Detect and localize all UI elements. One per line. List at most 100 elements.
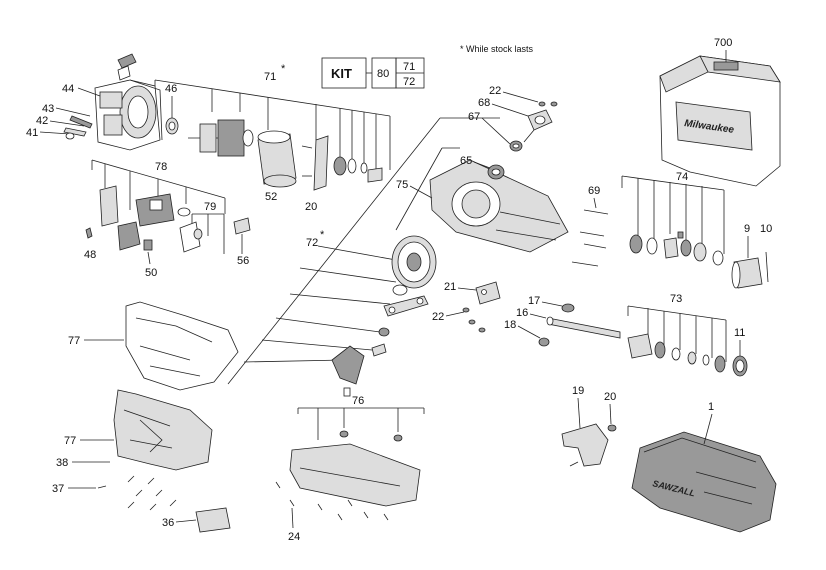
part-56-clip	[233, 217, 251, 235]
part-75-gear-case	[429, 159, 569, 253]
label-73: 73	[670, 293, 682, 305]
label-56: 56	[237, 255, 249, 267]
part-19-lever	[561, 423, 609, 467]
label-65: 65	[460, 155, 472, 167]
label-17: 17	[528, 295, 540, 307]
label-16: 16	[516, 307, 528, 319]
kit-item-1: 71	[403, 61, 415, 73]
label-48: 48	[84, 249, 96, 261]
label-77-upper: 77	[68, 335, 80, 347]
part-11-ring	[732, 355, 748, 377]
part-21-guide	[475, 281, 501, 305]
label-9: 9	[744, 223, 750, 235]
group-76-bracket	[297, 407, 425, 440]
asterisk-71: *	[281, 63, 286, 75]
part-72-nut	[378, 327, 390, 337]
part-20-brush-plate	[301, 135, 329, 191]
part-46-bearing	[165, 117, 179, 135]
label-72: 72	[306, 237, 318, 249]
part-1-rubber-boot: SAWZALL	[631, 431, 777, 533]
label-22-top: 22	[489, 85, 501, 97]
group-71-bracket	[154, 79, 391, 170]
part-10-spring	[765, 251, 769, 283]
part-77-housing-lower	[113, 389, 213, 471]
part-22-screws-top	[538, 101, 558, 107]
part-16-spindle	[546, 316, 621, 339]
label-71: 71	[264, 71, 276, 83]
part-65-bearing	[487, 164, 505, 180]
part-71-rings	[333, 156, 383, 183]
part-17-bushing	[561, 303, 575, 313]
label-43: 43	[42, 103, 54, 115]
label-19: 19	[572, 385, 584, 397]
label-20-lower: 20	[604, 391, 616, 403]
label-21: 21	[444, 281, 456, 293]
kit-box: KIT 80 71 72	[321, 57, 425, 89]
label-78: 78	[155, 161, 167, 173]
label-22-lower: 22	[432, 311, 444, 323]
part-67-spindle-bushing	[509, 140, 523, 152]
label-76: 76	[352, 395, 364, 407]
label-41: 41	[26, 127, 38, 139]
kit-title: KIT	[331, 66, 352, 81]
label-67: 67	[468, 111, 480, 123]
part-72-washer	[392, 284, 408, 296]
label-74: 74	[676, 171, 688, 183]
label-36: 36	[162, 517, 174, 529]
part-74-chuck-parts	[629, 231, 724, 266]
part-20-screw	[607, 424, 617, 432]
part-72-cam	[331, 345, 365, 385]
kit-item-2: 72	[403, 76, 415, 88]
part-72-pin	[371, 343, 387, 357]
parts-41-43-screws	[63, 115, 93, 140]
label-52: 52	[265, 191, 277, 203]
label-75: 75	[396, 179, 408, 191]
part-68-blade-clamp	[523, 109, 553, 143]
part-73-collar-parts	[627, 333, 726, 373]
label-1: 1	[708, 401, 714, 413]
part-72-bevel-gear	[391, 235, 437, 289]
label-50: 50	[145, 267, 157, 279]
label-44: 44	[62, 83, 74, 95]
part-24-screws	[275, 481, 389, 521]
part-79-spring-plate	[179, 221, 203, 253]
label-700: 700	[714, 37, 732, 49]
part-armature	[188, 119, 254, 157]
group-75-bracket	[395, 147, 460, 231]
kit-number: 80	[377, 68, 389, 80]
part-48-screw	[85, 227, 93, 239]
label-24: 24	[288, 531, 300, 543]
part-77-housing-upper	[125, 301, 239, 391]
part-37-housing-screws	[97, 475, 177, 511]
label-46: 46	[165, 83, 177, 95]
part-9-sleeve	[731, 257, 763, 289]
part-72-link	[383, 295, 429, 317]
label-77-lower: 77	[64, 435, 76, 447]
asterisk-72: *	[320, 229, 325, 241]
part-22-screws-lower	[462, 307, 486, 333]
label-11: 11	[734, 327, 745, 339]
part-52-stator	[257, 130, 297, 188]
label-18: 18	[504, 319, 516, 331]
group-73-bracket	[627, 305, 727, 362]
note-text: * While stock lasts	[460, 44, 534, 54]
part-50-spring	[143, 239, 153, 251]
label-68: 68	[478, 97, 490, 109]
part-18-nut	[538, 337, 550, 347]
label-20-upper: 20	[305, 201, 317, 213]
group-78-bracket	[91, 159, 226, 214]
label-42: 42	[36, 115, 48, 127]
part-44-gear-housing	[94, 53, 163, 151]
label-79: 79	[204, 201, 216, 213]
part-36-label-plate	[195, 507, 231, 533]
part-69-screws	[571, 209, 609, 267]
label-38: 38	[56, 457, 68, 469]
part-72-small-pin	[343, 387, 351, 397]
part-78-switch	[99, 185, 191, 251]
part-700-carrying-case: Milwaukee	[659, 55, 781, 187]
part-76-lower-cover	[289, 430, 421, 507]
label-10: 10	[760, 223, 772, 235]
label-37: 37	[52, 483, 64, 495]
